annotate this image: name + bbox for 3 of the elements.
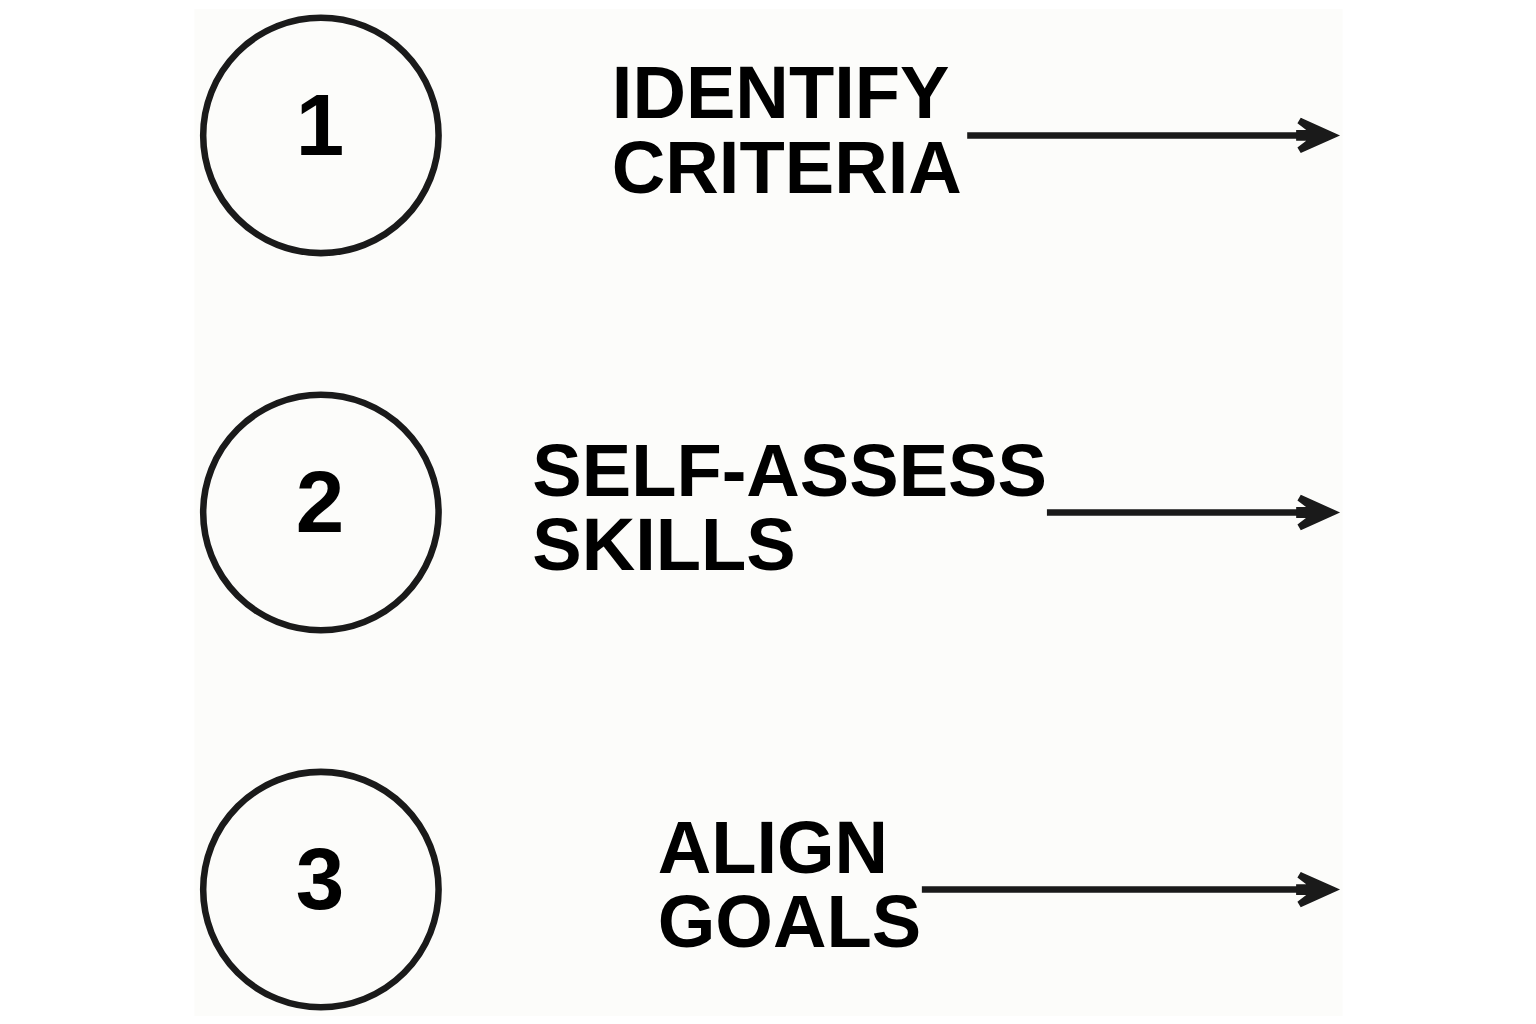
node-text: ALIGN GOALS — [657, 805, 921, 963]
node-text: IDENTIFY CRITERIA — [611, 50, 962, 209]
node-text: SELF-ASSESS SKILLS — [531, 428, 1047, 586]
